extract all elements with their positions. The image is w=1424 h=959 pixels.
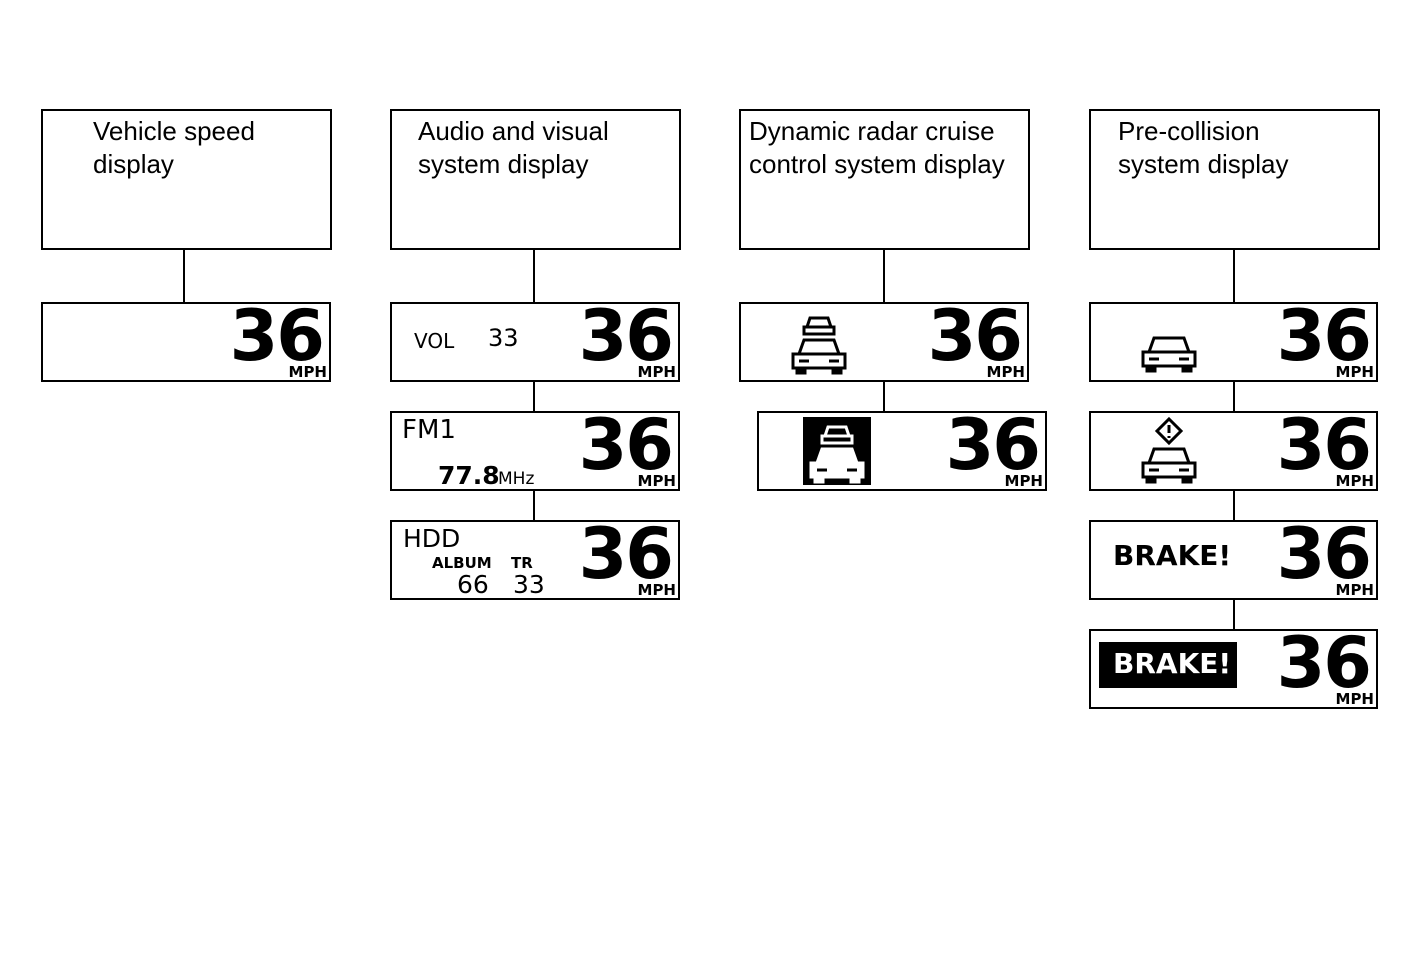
radio-band: FM1 <box>402 415 456 445</box>
connector-line <box>883 250 885 302</box>
pre-collision-brake-highlight-panel: BRAKE! 36 MPH <box>1089 623 1378 709</box>
radio-frequency: 77.8 <box>438 461 500 490</box>
speed-unit: MPH <box>637 472 676 490</box>
connector-line <box>1233 250 1235 302</box>
audio-volume-panel: VOL 33 36 MPH <box>390 296 680 382</box>
speed-value: 36 <box>578 513 674 595</box>
radar-cruise-title-box: Dynamic radar cruise control system disp… <box>739 109 1030 250</box>
speed-value: 36 <box>578 404 674 486</box>
radio-frequency-unit: MHz <box>498 469 535 489</box>
speed-value: 36 <box>945 404 1041 486</box>
hdd-source: HDD <box>403 524 461 553</box>
speed-value: 36 <box>927 295 1023 377</box>
connector-line <box>1233 600 1235 629</box>
pre-collision-title-box: Pre-collision system display <box>1089 109 1380 250</box>
connector-line <box>183 250 185 302</box>
vehicle-speed-title: Vehicle speed display <box>93 116 255 179</box>
brake-warning-text: BRAKE! <box>1113 539 1232 572</box>
speed-unit: MPH <box>288 363 327 381</box>
track-value: 33 <box>513 570 545 599</box>
speed-unit: MPH <box>1335 690 1374 708</box>
radar-cruise-title: Dynamic radar cruise control system disp… <box>749 116 1005 179</box>
speed-value: 36 <box>1276 295 1372 377</box>
volume-value: 33 <box>488 324 519 352</box>
speed-unit: MPH <box>1004 472 1043 490</box>
brake-highlight-background <box>1099 642 1237 688</box>
audio-radio-panel: FM1 77.8 MHz 36 MPH <box>390 405 680 491</box>
speed-unit: MPH <box>637 581 676 599</box>
album-label: ALBUM <box>432 554 492 572</box>
audio-hdd-panel: HDD ALBUM TR 66 33 36 MPH <box>390 514 680 600</box>
connector-line <box>883 382 885 411</box>
audio-visual-title: Audio and visual system display <box>418 116 609 179</box>
connector-line <box>533 491 535 520</box>
speed-unit: MPH <box>1335 472 1374 490</box>
pre-collision-brake-panel: BRAKE! 36 MPH <box>1089 514 1378 600</box>
two-cars-icon <box>791 316 847 375</box>
brake-warning-highlighted-text: BRAKE! <box>1113 647 1232 680</box>
connector-line <box>1233 491 1235 520</box>
audio-visual-title-box: Audio and visual system display <box>390 109 681 250</box>
radar-cruise-highlight-panel: 36 MPH <box>757 405 1047 491</box>
speed-value: 36 <box>229 295 325 377</box>
speed-unit: MPH <box>1335 581 1374 599</box>
speed-unit: MPH <box>1335 363 1374 381</box>
connector-line <box>533 250 535 302</box>
speed-value: 36 <box>1276 404 1372 486</box>
speed-unit: MPH <box>637 363 676 381</box>
car-icon <box>1141 336 1197 373</box>
pre-collision-car-panel: 36 MPH <box>1089 296 1378 382</box>
speed-value: 36 <box>1276 513 1372 595</box>
car-warning-icon <box>1141 416 1197 484</box>
speed-value: 36 <box>1276 622 1372 704</box>
two-cars-highlighted-icon <box>809 425 865 484</box>
album-value: 66 <box>457 570 489 599</box>
speed-value: 36 <box>578 295 674 377</box>
vehicle-speed-title-box: Vehicle speed display <box>41 109 332 250</box>
speed-display-panel: 36 MPH <box>41 296 331 382</box>
connector-line <box>1233 382 1235 411</box>
radar-cruise-panel: 36 MPH <box>739 296 1029 382</box>
speed-unit: MPH <box>986 363 1025 381</box>
track-label: TR <box>511 554 533 572</box>
pre-collision-title: Pre-collision system display <box>1118 116 1289 179</box>
connector-line <box>533 382 535 411</box>
volume-label: VOL <box>414 329 455 353</box>
pre-collision-warning-panel: 36 MPH <box>1089 405 1378 491</box>
